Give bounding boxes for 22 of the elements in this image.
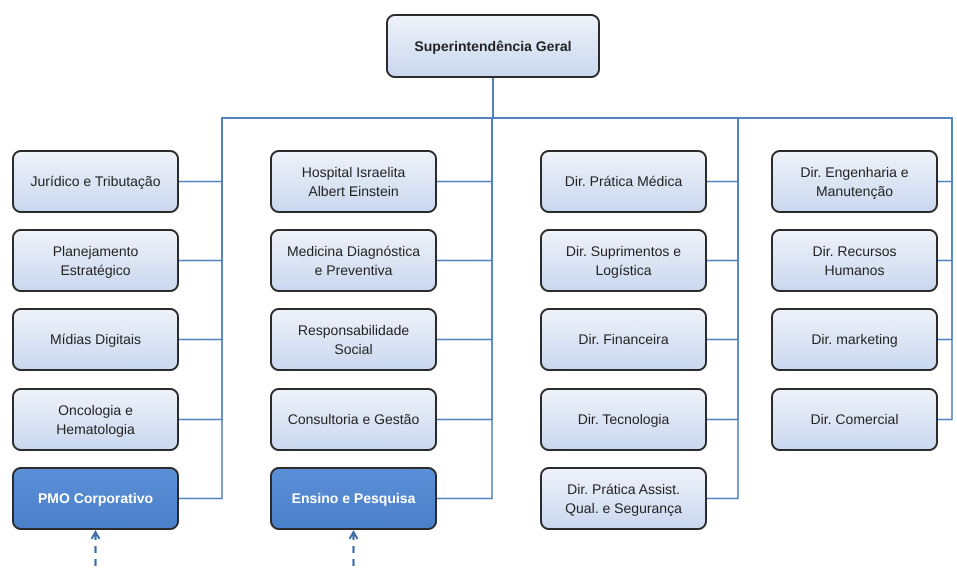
org-box: Dir. Recursos Humanos [771, 229, 938, 292]
org-box: Mídias Digitais [12, 308, 179, 371]
org-box: Dir. Prática Assist. Qual. e Segurança [540, 467, 707, 530]
org-box: Superintendência Geral [386, 14, 600, 78]
arrow [348, 531, 358, 566]
arrow [90, 531, 100, 566]
org-box: Consultoria e Gestão [270, 388, 437, 451]
org-box: Responsabilidade Social [270, 308, 437, 371]
org-box: Dir. Comercial [771, 388, 938, 451]
org-box: Dir. Financeira [540, 308, 707, 371]
org-box: Oncologia e Hematologia [12, 388, 179, 451]
org-box: Medicina Diagnóstica e Preventiva [270, 229, 437, 292]
org-box: Ensino e Pesquisa [270, 467, 437, 530]
org-box: Hospital Israelita Albert Einstein [270, 150, 437, 213]
org-box: Dir. marketing [771, 308, 938, 371]
org-box: Dir. Engenharia e Manutenção [771, 150, 938, 213]
org-box: Dir. Prática Médica [540, 150, 707, 213]
org-box: Dir. Tecnologia [540, 388, 707, 451]
org-box: Dir. Suprimentos e Logística [540, 229, 707, 292]
org-box: Planejamento Estratégico [12, 229, 179, 292]
org-box: Jurídico e Tributação [12, 150, 179, 213]
org-box: PMO Corporativo [12, 467, 179, 530]
